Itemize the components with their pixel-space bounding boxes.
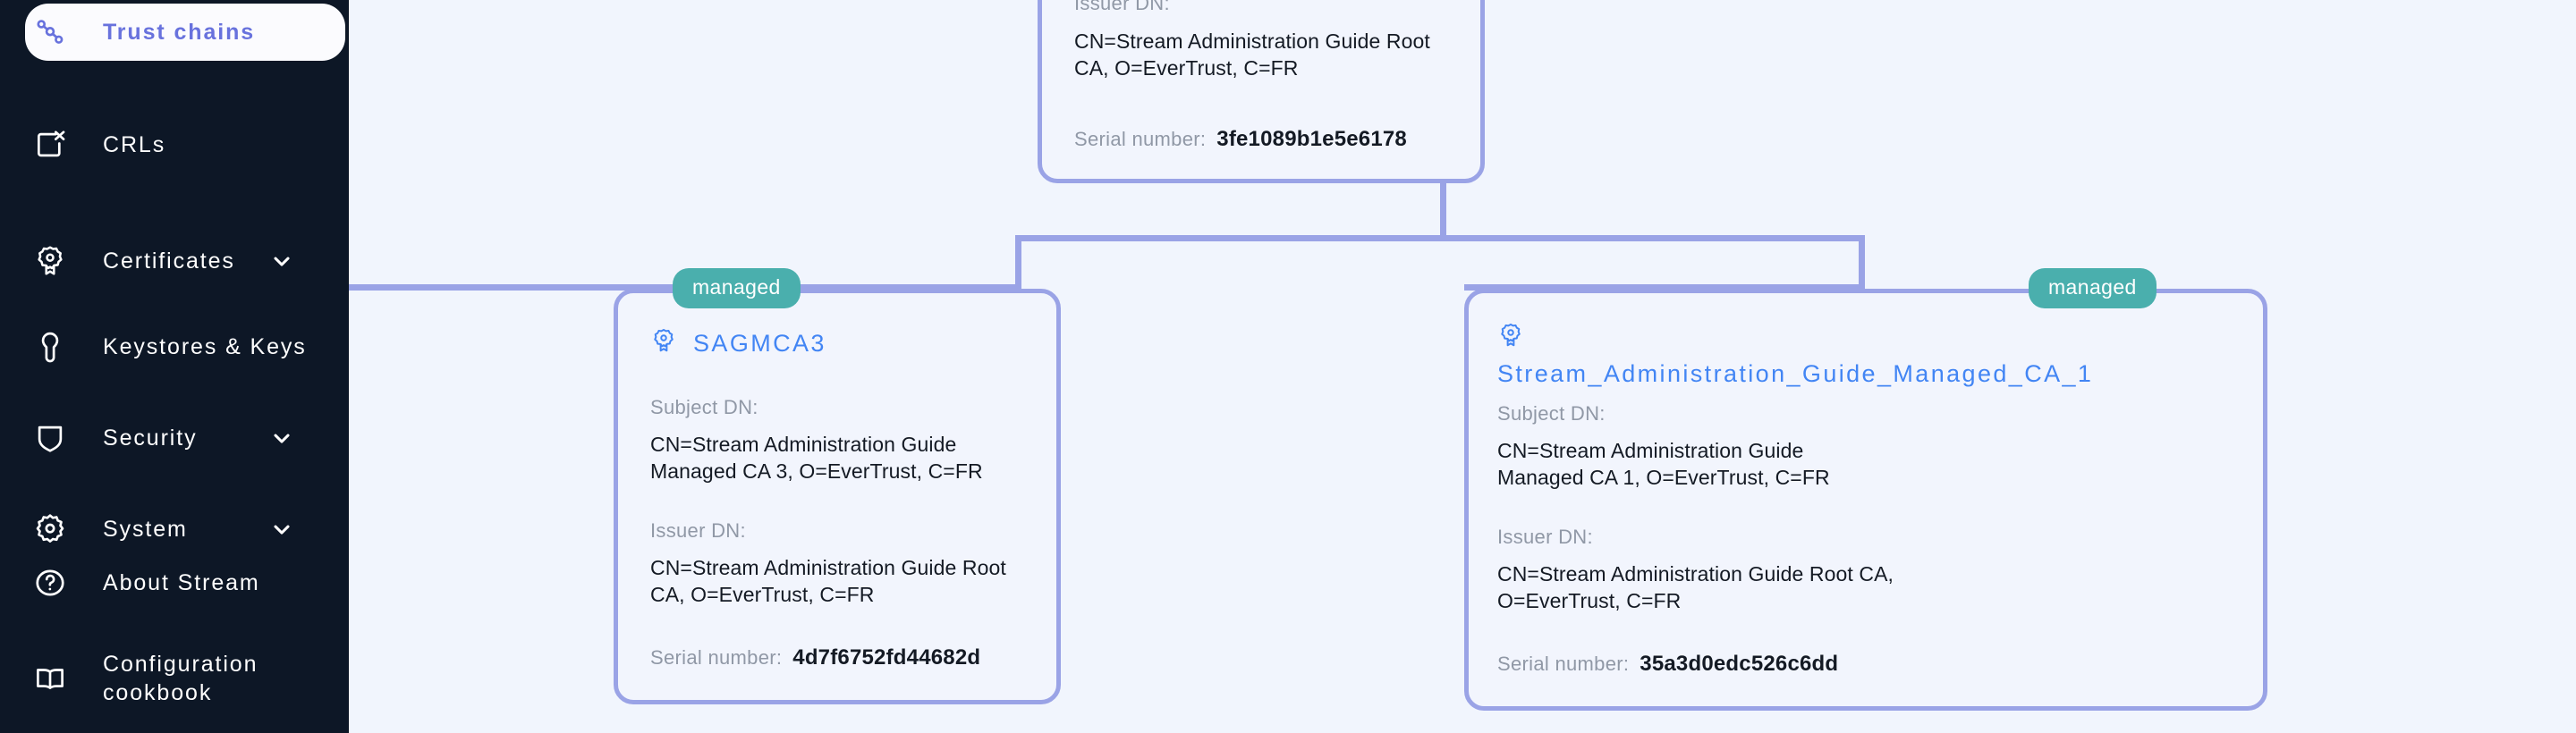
subject-dn-label: Subject DN:: [650, 396, 758, 418]
shield-icon: [30, 418, 70, 458]
certificate-name-link-1[interactable]: Stream_Administration_Guide_Managed_CA_1: [1497, 322, 2236, 388]
chevron-down-icon[interactable]: [268, 248, 295, 274]
sidebar: Trust chains CRLs Certificates: [0, 0, 349, 733]
gear-icon: [30, 510, 70, 549]
key-icon: [30, 327, 70, 366]
certificate-card-child-0[interactable]: SAGMCA3 Subject DN: CN=Stream Administra…: [614, 289, 1061, 704]
certificate-name-link-0[interactable]: SAGMCA3: [650, 327, 1030, 360]
issuer-dn-value: CN=Stream Administration Guide Root CA, …: [1074, 29, 1430, 80]
sidebar-item-label: CRLs: [103, 132, 166, 157]
certificate-badge-icon: [650, 327, 677, 360]
chevron-down-icon[interactable]: [268, 425, 295, 451]
chevron-down-icon[interactable]: [268, 516, 295, 543]
serial-number-label: Serial number:: [1074, 127, 1207, 150]
connector-child-right-vertical: [1859, 235, 1865, 291]
question-circle-icon: [30, 563, 70, 602]
sidebar-item-label: Keystores & Keys: [103, 334, 307, 359]
issuer-dn-label: Issuer DN:: [1497, 525, 1593, 548]
book-icon: [30, 659, 70, 698]
sidebar-item-label: Configuration cookbook: [103, 652, 258, 705]
issuer-dn-value: CN=Stream Administration Guide Root CA, …: [650, 555, 1006, 607]
serial-number-value: 35a3d0edc526c6dd: [1640, 652, 1839, 677]
sidebar-item-security[interactable]: Security: [0, 409, 349, 467]
issuer-dn-label: Issuer DN:: [1074, 0, 1170, 14]
connector-stub-right: [1464, 284, 1865, 291]
serial-number-label: Serial number:: [650, 646, 783, 670]
sidebar-item-system[interactable]: System: [0, 501, 349, 558]
sidebar-item-label: Trust chains: [103, 20, 256, 45]
sidebar-item-certificates[interactable]: Certificates: [0, 232, 349, 290]
status-badge-managed-1: managed: [2029, 268, 2157, 308]
trust-chain-graph[interactable]: Issuer DN: CN=Stream Administration Guid…: [349, 0, 2576, 733]
status-badge-managed-0: managed: [673, 268, 801, 308]
sidebar-item-about-stream[interactable]: About Stream: [0, 554, 349, 611]
certificate-card-child-1[interactable]: Stream_Administration_Guide_Managed_CA_1…: [1464, 289, 2267, 711]
sidebar-item-crls[interactable]: CRLs: [0, 116, 349, 173]
sidebar-item-label: System: [103, 517, 188, 542]
certificate-card-root[interactable]: Issuer DN: CN=Stream Administration Guid…: [1038, 0, 1485, 183]
subject-dn-value: CN=Stream Administration Guide Managed C…: [650, 433, 983, 484]
chain-link-icon: [30, 13, 70, 52]
revoked-file-icon: [30, 125, 70, 164]
connector-sibling-horizontal: [1015, 235, 1865, 241]
connector-child-left-vertical: [1015, 235, 1021, 291]
issuer-dn-label: Issuer DN:: [650, 518, 746, 542]
sidebar-item-label: About Stream: [103, 570, 260, 595]
subject-dn-value: CN=Stream Administration Guide Managed C…: [1497, 439, 1830, 490]
certificate-name-text: Stream_Administration_Guide_Managed_CA_1: [1497, 360, 2094, 387]
certificate-badge-icon: [30, 241, 70, 281]
certificate-badge-icon: [1497, 322, 2236, 355]
sidebar-item-label: Security: [103, 425, 198, 451]
serial-number-value: 4d7f6752fd44682d: [792, 645, 981, 670]
subject-dn-label: Subject DN:: [1497, 402, 1606, 425]
sidebar-item-label: Certificates: [103, 249, 235, 274]
connector-root-vertical: [1440, 179, 1446, 240]
issuer-dn-value: CN=Stream Administration Guide Root CA, …: [1497, 561, 1894, 613]
sidebar-item-keystores-keys[interactable]: Keystores & Keys: [0, 318, 349, 375]
sidebar-item-trust-chains[interactable]: Trust chains: [25, 4, 345, 61]
serial-number-value: 3fe1089b1e5e6178: [1216, 126, 1407, 151]
serial-number-label: Serial number:: [1497, 653, 1630, 676]
certificate-name-text: SAGMCA3: [693, 330, 826, 357]
sidebar-item-configuration-cookbook[interactable]: Configuration cookbook: [0, 642, 349, 715]
